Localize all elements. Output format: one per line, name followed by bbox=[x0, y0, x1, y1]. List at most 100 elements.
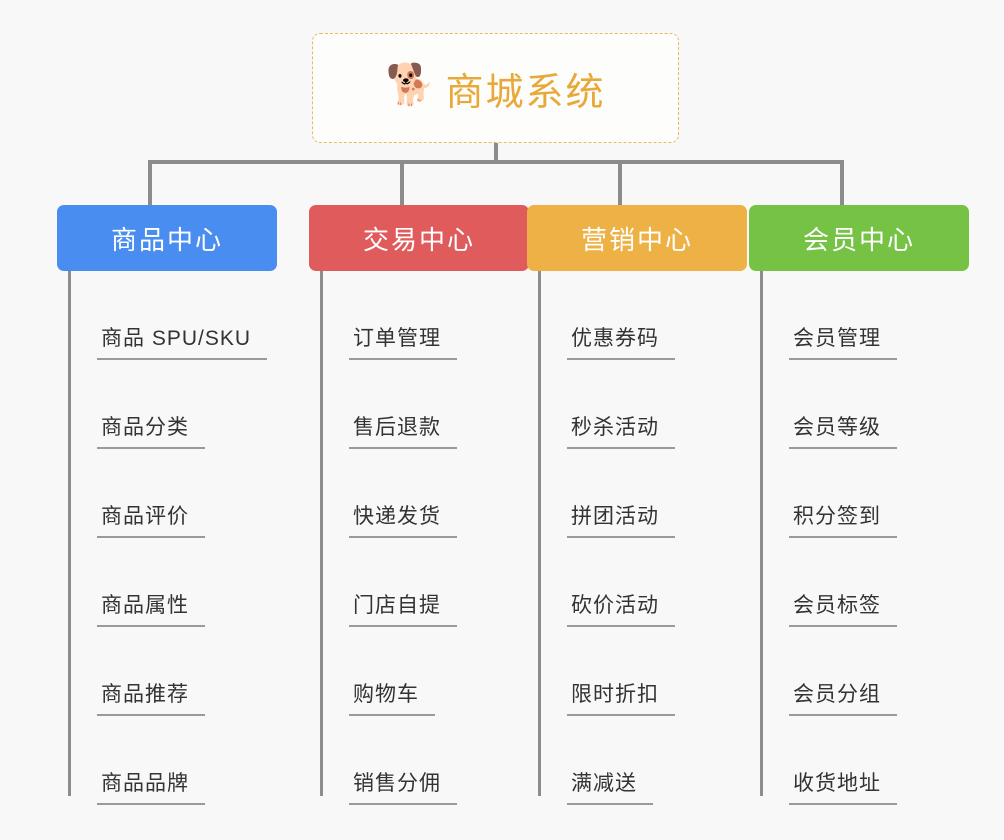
connector-spine-product-center bbox=[68, 271, 71, 796]
leaf-item-label: 订单管理 bbox=[353, 327, 441, 350]
leaf-item-label: 会员分组 bbox=[793, 683, 881, 706]
category-header-label: 营销中心 bbox=[580, 224, 693, 255]
leaf-item[interactable]: 收货地址 bbox=[749, 716, 969, 805]
leaf-item[interactable]: 积分签到 bbox=[749, 449, 969, 538]
leaf-item[interactable]: 购物车 bbox=[309, 627, 529, 716]
leaf-item-underline: 订单管理 bbox=[349, 322, 457, 360]
connector-drop-1 bbox=[148, 160, 152, 205]
leaf-item-label: 售后退款 bbox=[353, 416, 441, 439]
category-header-marketing-center[interactable]: 营销中心 bbox=[527, 205, 747, 271]
connector-spine-trade-center bbox=[320, 271, 323, 796]
leaf-item-underline: 砍价活动 bbox=[567, 589, 675, 627]
leaf-item[interactable]: 限时折扣 bbox=[527, 627, 747, 716]
leaf-item[interactable]: 优惠券码 bbox=[527, 271, 747, 360]
root-title: 商城系统 bbox=[445, 71, 606, 114]
leaf-item-label: 商品评价 bbox=[101, 505, 189, 528]
leaf-item-underline: 商品分类 bbox=[97, 411, 205, 449]
leaf-item[interactable]: 商品分类 bbox=[57, 360, 277, 449]
leaf-item-underline: 会员分组 bbox=[789, 678, 897, 716]
leaf-item-label: 砍价活动 bbox=[571, 594, 659, 617]
leaf-item-label: 积分签到 bbox=[793, 505, 881, 528]
category-column-product-center: 商品中心商品 SPU/SKU 商品分类商品评价商品属性商品推荐商品品牌 bbox=[57, 205, 277, 805]
category-header-label: 商品中心 bbox=[110, 224, 223, 255]
leaf-item-label: 购物车 bbox=[353, 683, 419, 706]
leaf-item-underline: 快递发货 bbox=[349, 500, 457, 538]
leaf-item-underline: 会员标签 bbox=[789, 589, 897, 627]
leaf-item-label: 优惠券码 bbox=[571, 327, 659, 350]
leaf-list-marketing-center: 优惠券码秒杀活动拼团活动砍价活动限时折扣满减送 bbox=[527, 271, 747, 805]
category-header-trade-center[interactable]: 交易中心 bbox=[309, 205, 529, 271]
leaf-item-label: 拼团活动 bbox=[571, 505, 659, 528]
leaf-item[interactable]: 商品推荐 bbox=[57, 627, 277, 716]
connector-spine-marketing-center bbox=[538, 271, 541, 796]
leaf-list-product-center: 商品 SPU/SKU 商品分类商品评价商品属性商品推荐商品品牌 bbox=[57, 271, 277, 805]
leaf-item-label: 门店自提 bbox=[353, 594, 441, 617]
leaf-item-label: 会员等级 bbox=[793, 416, 881, 439]
leaf-item-label: 会员管理 bbox=[793, 327, 881, 350]
leaf-item-underline: 拼团活动 bbox=[567, 500, 675, 538]
connector-root-stem bbox=[494, 143, 498, 162]
connector-drop-2 bbox=[400, 160, 404, 205]
leaf-item[interactable]: 销售分佣 bbox=[309, 716, 529, 805]
leaf-item-label: 秒杀活动 bbox=[571, 416, 659, 439]
leaf-item-underline: 购物车 bbox=[349, 678, 435, 716]
category-column-trade-center: 交易中心订单管理售后退款快递发货门店自提购物车销售分佣 bbox=[309, 205, 529, 805]
leaf-item-underline: 售后退款 bbox=[349, 411, 457, 449]
category-header-label: 会员中心 bbox=[802, 224, 915, 255]
connector-spine-member-center bbox=[760, 271, 763, 796]
leaf-item[interactable]: 秒杀活动 bbox=[527, 360, 747, 449]
leaf-item-underline: 商品评价 bbox=[97, 500, 205, 538]
leaf-item-underline: 商品 SPU/SKU bbox=[97, 322, 268, 360]
leaf-item[interactable]: 商品评价 bbox=[57, 449, 277, 538]
leaf-item[interactable]: 订单管理 bbox=[309, 271, 529, 360]
leaf-item[interactable]: 商品 SPU/SKU bbox=[57, 271, 277, 360]
category-column-member-center: 会员中心会员管理会员等级积分签到会员标签会员分组收货地址 bbox=[749, 205, 969, 805]
leaf-item[interactable]: 商品品牌 bbox=[57, 716, 277, 805]
leaf-item[interactable]: 会员管理 bbox=[749, 271, 969, 360]
leaf-item[interactable]: 拼团活动 bbox=[527, 449, 747, 538]
leaf-item-underline: 商品属性 bbox=[97, 589, 205, 627]
leaf-item-underline: 限时折扣 bbox=[567, 678, 675, 716]
leaf-item-underline: 优惠券码 bbox=[567, 322, 675, 360]
leaf-item-label: 商品推荐 bbox=[101, 683, 189, 706]
leaf-item[interactable]: 会员标签 bbox=[749, 538, 969, 627]
leaf-item-label: 会员标签 bbox=[793, 594, 881, 617]
leaf-item-label: 商品品牌 bbox=[101, 772, 189, 795]
root-node[interactable]: 🐕 商城系统 bbox=[312, 33, 679, 143]
leaf-item-underline: 会员管理 bbox=[789, 322, 897, 360]
leaf-item-label: 商品 SPU/SKU bbox=[101, 327, 252, 350]
leaf-item-label: 销售分佣 bbox=[353, 772, 441, 795]
leaf-item[interactable]: 售后退款 bbox=[309, 360, 529, 449]
leaf-item-label: 商品属性 bbox=[101, 594, 189, 617]
leaf-item-label: 快递发货 bbox=[353, 505, 441, 528]
leaf-item[interactable]: 快递发货 bbox=[309, 449, 529, 538]
category-header-product-center[interactable]: 商品中心 bbox=[57, 205, 277, 271]
connector-drop-3 bbox=[618, 160, 622, 205]
leaf-item-label: 商品分类 bbox=[101, 416, 189, 439]
leaf-item-underline: 满减送 bbox=[567, 767, 653, 805]
leaf-item-underline: 会员等级 bbox=[789, 411, 897, 449]
leaf-item[interactable]: 门店自提 bbox=[309, 538, 529, 627]
leaf-item-underline: 收货地址 bbox=[789, 767, 897, 805]
leaf-item-label: 满减送 bbox=[571, 772, 637, 795]
leaf-item[interactable]: 商品属性 bbox=[57, 538, 277, 627]
category-header-label: 交易中心 bbox=[362, 224, 475, 255]
leaf-item[interactable]: 会员等级 bbox=[749, 360, 969, 449]
leaf-item[interactable]: 会员分组 bbox=[749, 627, 969, 716]
leaf-item-label: 收货地址 bbox=[793, 772, 881, 795]
connector-drop-4 bbox=[840, 160, 844, 205]
leaf-item-underline: 秒杀活动 bbox=[567, 411, 675, 449]
leaf-item-underline: 商品品牌 bbox=[97, 767, 205, 805]
connector-horizontal-bus bbox=[148, 160, 844, 164]
leaf-item[interactable]: 砍价活动 bbox=[527, 538, 747, 627]
leaf-item-label: 限时折扣 bbox=[571, 683, 659, 706]
leaf-list-member-center: 会员管理会员等级积分签到会员标签会员分组收货地址 bbox=[749, 271, 969, 805]
leaf-item-underline: 积分签到 bbox=[789, 500, 897, 538]
shiba-dog-icon: 🐕 bbox=[385, 63, 436, 107]
leaf-item-underline: 商品推荐 bbox=[97, 678, 205, 716]
leaf-item-underline: 门店自提 bbox=[349, 589, 457, 627]
category-header-member-center[interactable]: 会员中心 bbox=[749, 205, 969, 271]
leaf-item[interactable]: 满减送 bbox=[527, 716, 747, 805]
leaf-item-underline: 销售分佣 bbox=[349, 767, 457, 805]
